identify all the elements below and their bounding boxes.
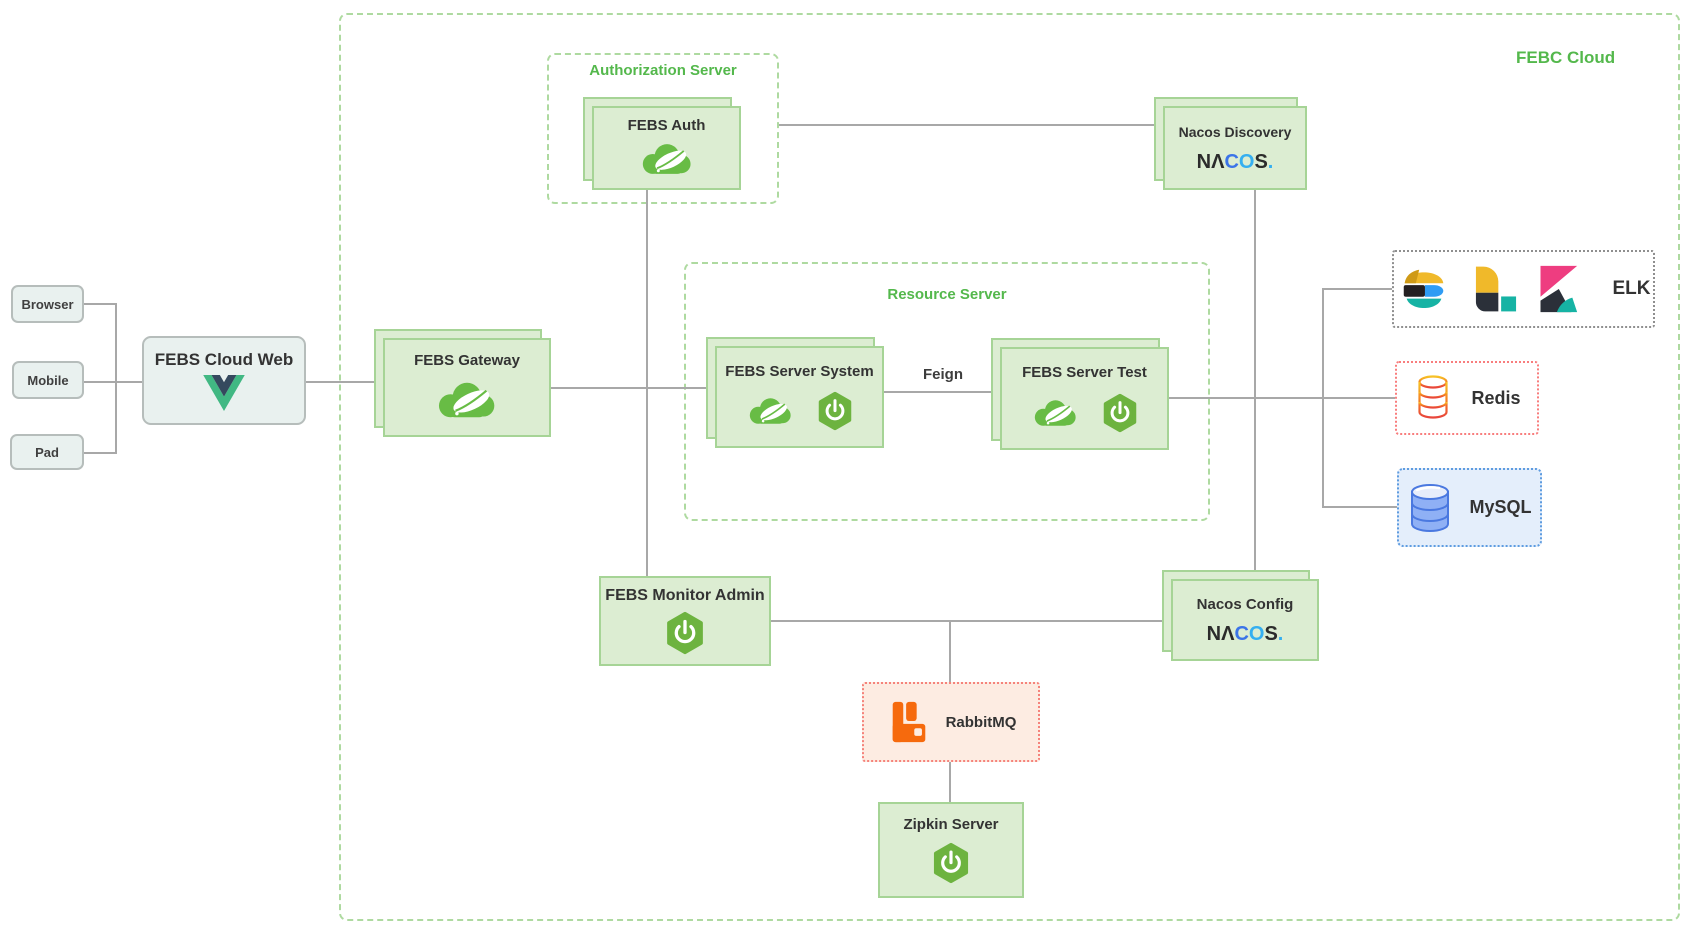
rabbitmq-label: RabbitMQ: [945, 713, 1017, 731]
edge-test-redis: [1169, 397, 1397, 399]
node-febs-gateway: FEBS Gateway: [374, 329, 551, 437]
logstash-icon: [1461, 262, 1517, 316]
elasticsearch-icon: [1397, 262, 1451, 316]
febs-auth-title: FEBS Auth: [627, 117, 706, 134]
node-febs-server-system: FEBS Server System: [706, 337, 884, 448]
febc-cloud-label: FEBC Cloud: [1516, 48, 1616, 67]
nacos-discovery-title: Nacos Discovery: [1178, 124, 1292, 140]
edge-infra-bracket: [1322, 288, 1324, 508]
edge-bracket-mysql: [1322, 506, 1399, 508]
edge-system-test-feign: [884, 391, 1002, 393]
edge-mobile-web: [84, 381, 142, 383]
resource-server-label: Resource Server: [887, 286, 1007, 303]
resource-server-group: [684, 262, 1210, 521]
spring-cloud-icon: [636, 139, 698, 179]
edge-junction-rabbitmq: [949, 620, 951, 684]
edge-browser-trunk: [84, 303, 116, 305]
spring-boot-icon: [663, 611, 707, 655]
febs-gateway-title: FEBS Gateway: [414, 352, 520, 369]
node-febs-monitor-admin: FEBS Monitor Admin: [599, 576, 771, 666]
node-febs-cloud-web: FEBS Cloud Web: [142, 336, 306, 425]
edge-client-trunk: [115, 303, 117, 454]
febs-cloud-web-title: FEBS Cloud Web: [154, 349, 294, 369]
edge-rabbitmq-zipkin: [949, 760, 951, 804]
redis-db-icon: [1413, 373, 1453, 423]
authorization-server-group: [547, 53, 779, 204]
spring-cloud-icon: [431, 377, 503, 423]
febs-server-test-title: FEBS Server Test: [1022, 364, 1147, 382]
node-elk: ELK: [1392, 250, 1655, 328]
nacos-config-title: Nacos Config: [1196, 596, 1294, 613]
client-mobile: Mobile: [12, 361, 84, 399]
nacos-logo: NΛCOS.: [1196, 151, 1274, 173]
node-mysql: MySQL: [1397, 468, 1542, 547]
client-pad: Pad: [10, 434, 84, 470]
mysql-label: MySQL: [1469, 497, 1532, 517]
authorization-server-label: Authorization Server: [589, 62, 737, 79]
edge-auth-nacosdiscovery: [779, 124, 1165, 126]
feign-edge-label: Feign: [923, 366, 963, 383]
elk-label: ELK: [1612, 278, 1651, 299]
node-nacos-config: Nacos Config NΛCOS.: [1162, 570, 1319, 661]
rabbitmq-icon: [886, 699, 932, 745]
edge-auth-monitor: [646, 188, 648, 576]
edge-nacos-vertical: [1254, 188, 1256, 579]
edge-monitor-nacosconfig: [771, 620, 1173, 622]
node-zipkin-server: Zipkin Server: [878, 802, 1024, 898]
spring-boot-icon: [1100, 393, 1140, 433]
spring-boot-icon: [930, 842, 972, 884]
nacos-logo: NΛCOS.: [1206, 623, 1284, 645]
node-rabbitmq: RabbitMQ: [862, 682, 1040, 762]
febs-monitor-admin-title: FEBS Monitor Admin: [605, 587, 765, 605]
edge-bracket-elk: [1322, 288, 1394, 290]
zipkin-server-title: Zipkin Server: [903, 816, 999, 834]
edge-web-gateway: [306, 381, 383, 383]
spring-cloud-icon: [744, 394, 797, 428]
node-febs-auth: FEBS Auth: [583, 97, 741, 190]
client-browser: Browser: [11, 285, 84, 323]
redis-label: Redis: [1471, 387, 1521, 408]
spring-boot-icon: [815, 391, 855, 431]
vue-icon: [203, 375, 245, 412]
spring-cloud-icon: [1029, 396, 1082, 430]
febs-server-system-title: FEBS Server System: [725, 363, 874, 380]
edge-pad-trunk: [84, 452, 116, 454]
kibana-icon: [1527, 262, 1581, 316]
mysql-db-icon: [1407, 482, 1453, 534]
node-nacos-discovery: Nacos Discovery NΛCOS.: [1154, 97, 1307, 190]
node-redis: Redis: [1395, 361, 1539, 435]
febc-cloud-boundary: [339, 13, 1680, 921]
node-febs-server-test: FEBS Server Test: [991, 338, 1169, 450]
edge-gateway-system: [551, 387, 717, 389]
